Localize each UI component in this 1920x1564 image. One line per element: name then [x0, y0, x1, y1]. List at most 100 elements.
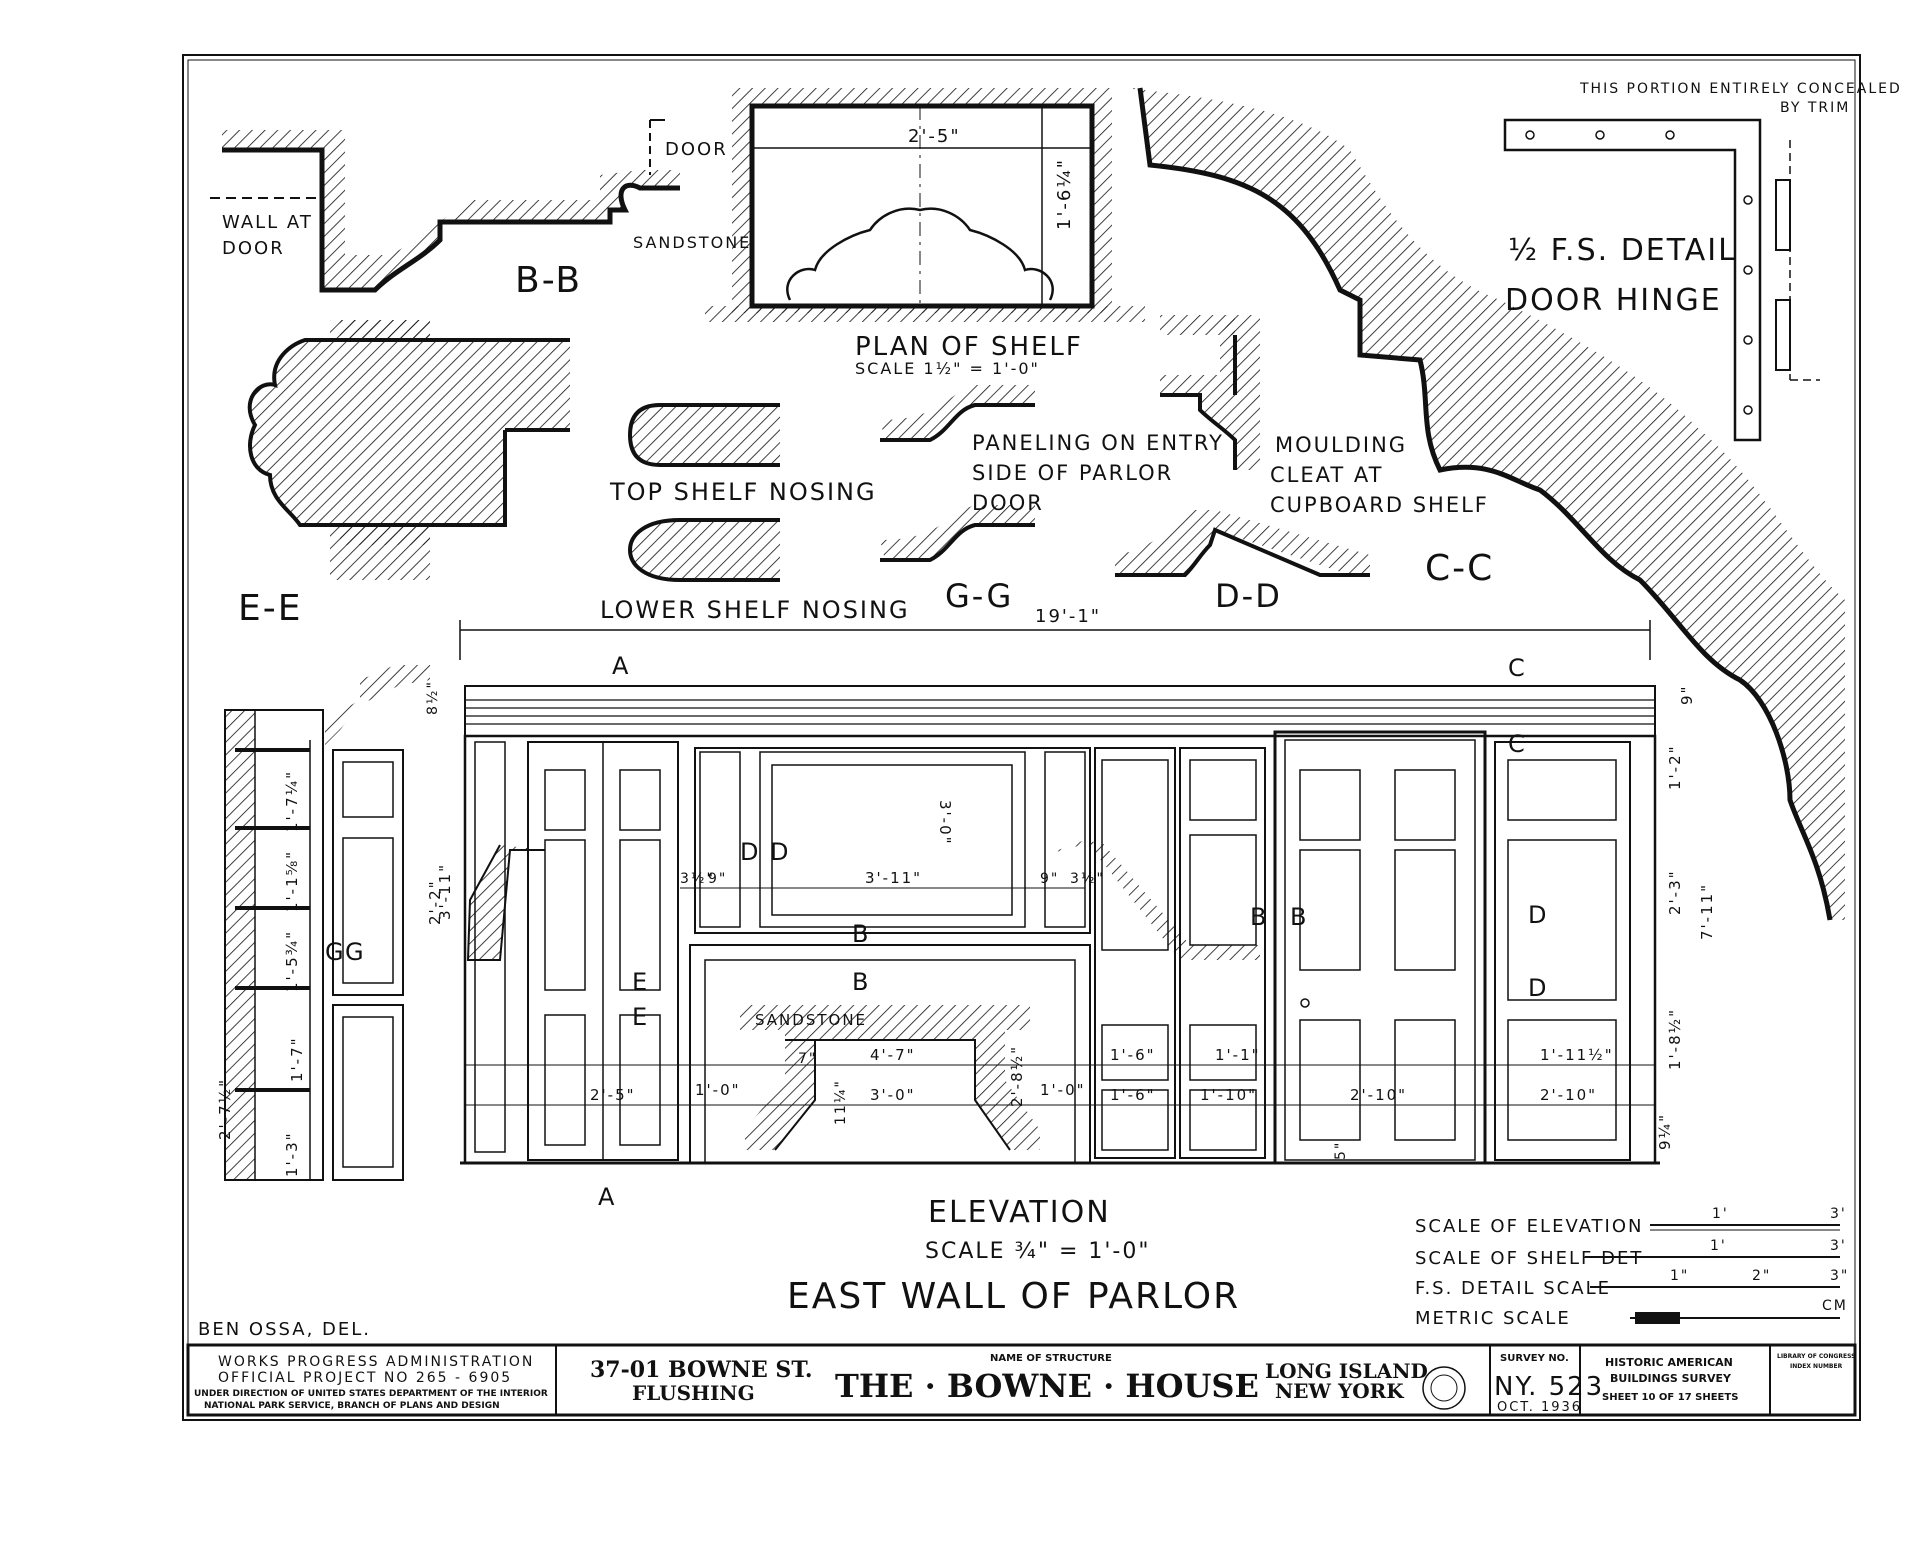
- dim-1-0-right: 1'-0": [1040, 1081, 1086, 1099]
- dd-section-label: D-D: [1215, 577, 1282, 615]
- dim-right-2-3: 2'-3": [1666, 869, 1684, 915]
- sec-c-bottom: C: [1508, 730, 1527, 758]
- dim-panel-1-6-a: 1'-6": [1110, 1046, 1156, 1064]
- dim-door-w: 2'-10": [1350, 1086, 1407, 1104]
- survey-no-label: SURVEY NO.: [1500, 1353, 1569, 1364]
- scale-fs-2in: 2": [1752, 1268, 1771, 1284]
- wpa-line-4: NATIONAL PARK SERVICE, BRANCH OF PLANS A…: [204, 1401, 500, 1411]
- side-dim-2: 1'-1⅝": [283, 850, 301, 912]
- fireplace-sandstone-label: SANDSTONE: [755, 1011, 867, 1029]
- dim-right-1-2: 1'-2": [1666, 744, 1684, 790]
- moulding-label-2: CLEAT AT: [1270, 463, 1383, 487]
- wpa-line-3: UNDER DIRECTION OF UNITED STATES DEPARTM…: [194, 1389, 548, 1399]
- hinge-title-1: ½ F.S. DETAIL: [1508, 233, 1737, 268]
- gg-section-label: G-G: [945, 577, 1013, 615]
- scale-1ft: 1': [1712, 1206, 1729, 1222]
- structure-name: THE · BOWNE · HOUSE: [835, 1367, 1259, 1405]
- dim-right-9: 9": [1678, 685, 1696, 705]
- address-line-2: FLUSHING: [632, 1381, 755, 1405]
- paneling-label-3: DOOR: [972, 491, 1044, 515]
- scale-fs-1in: 1": [1670, 1268, 1689, 1284]
- library-of-congress-seal: [1422, 1366, 1466, 1410]
- sec-c-top: C: [1508, 654, 1527, 682]
- sec-e-2: E: [632, 1003, 649, 1031]
- dim-hearth: 11¼": [833, 1079, 849, 1125]
- sec-b-4: B: [1290, 903, 1308, 931]
- scale-cm: CM: [1822, 1298, 1848, 1314]
- wpa-line-2: OFFICIAL PROJECT NO 265 - 6905: [218, 1370, 512, 1386]
- dim-7: 7": [798, 1051, 817, 1067]
- dim-opening-top: 4'-7": [870, 1046, 916, 1064]
- dim-right-panel-2: 2'-10": [1540, 1086, 1597, 1104]
- outer-border: [182, 54, 1861, 1421]
- side-dim-4: 1'-7": [288, 1036, 306, 1082]
- moulding-label-3: CUPBOARD SHELF: [1270, 493, 1489, 517]
- address-line-1: 37-01 BOWNE ST.: [590, 1357, 813, 1383]
- bb-section-label: B-B: [515, 260, 582, 301]
- dim-upper-left: 2'-2": [426, 879, 444, 925]
- location-line-2: NEW YORK: [1275, 1379, 1404, 1403]
- sec-b-1: B: [852, 920, 870, 948]
- habs-line-1: HISTORIC AMERICAN: [1605, 1356, 1733, 1369]
- dim-fireplace-h: 2'-8½": [1008, 1045, 1026, 1107]
- sec-d-3: D: [1528, 901, 1548, 929]
- name-of-structure-label: NAME OF STRUCTURE: [990, 1353, 1112, 1364]
- side-dim-1: 1'-7¼": [283, 770, 301, 832]
- sec-d-4: D: [1528, 974, 1548, 1002]
- dim-1-0-left: 1'-0": [695, 1081, 741, 1099]
- hinge-detail: THIS PORTION ENTIRELY CONCEALED BY TRIM …: [1503, 81, 1902, 442]
- side-section-g2: G: [345, 938, 366, 966]
- bb-wall-door-label: DOOR: [222, 238, 285, 259]
- moulding-details: MOULDING CLEAT AT CUPBOARD SHELF D-D: [1115, 315, 1489, 615]
- bb-door-label: DOOR: [665, 139, 728, 160]
- dim-overmantel-h: 3'-0": [936, 800, 954, 846]
- scale-shelf-label: SCALE OF SHELF DET: [1415, 1248, 1643, 1269]
- scale-3ft: 3': [1830, 1206, 1847, 1222]
- cc-section-label: C-C: [1425, 548, 1494, 589]
- section-b-b: WALL AT DOOR DOOR SANDSTONE B-B: [210, 119, 751, 301]
- scale-metric-label: METRIC SCALE: [1415, 1308, 1571, 1329]
- plan-of-shelf: 2'-5" 1'-6¼" PLAN OF SHELF SCALE 1½" = 1…: [705, 88, 1145, 378]
- wpa-line-1: WORKS PROGRESS ADMINISTRATION: [218, 1354, 534, 1370]
- section-c-c: C-C: [1122, 87, 1845, 921]
- paneling-label-2: SIDE OF PARLOR: [972, 461, 1173, 485]
- side-dim-5: 1'-3": [283, 1131, 301, 1177]
- loc-label-2: INDEX NUMBER: [1790, 1363, 1843, 1370]
- sec-a-top: A: [612, 652, 630, 680]
- sec-d-2: D: [770, 838, 790, 866]
- lower-nosing-label: LOWER SHELF NOSING: [600, 596, 910, 624]
- graphic-scales: SCALE OF ELEVATION SCALE OF SHELF DET F.…: [1415, 1206, 1849, 1329]
- dim-9-a: 9": [708, 871, 727, 887]
- sec-a-bottom: A: [598, 1183, 616, 1211]
- dim-opening: 3'-0": [870, 1086, 916, 1104]
- top-nosing-label: TOP SHELF NOSING: [609, 478, 877, 506]
- section-e-e: E-E: [238, 320, 570, 629]
- scale-elev-label: SCALE OF ELEVATION: [1415, 1216, 1643, 1237]
- scale-fs-3in: 3": [1830, 1268, 1849, 1284]
- hinge-title-2: DOOR HINGE: [1505, 283, 1722, 318]
- scale-fs-label: F.S. DETAIL SCALE: [1415, 1278, 1611, 1299]
- wall-title: EAST WALL OF PARLOR: [787, 1276, 1240, 1317]
- scale-shelf-1ft: 1': [1710, 1238, 1727, 1254]
- sec-b-2: B: [852, 968, 870, 996]
- dim-5: 5": [1333, 1141, 1349, 1160]
- habs-line-2: BUILDINGS SURVEY: [1610, 1372, 1732, 1385]
- dim-cupboard-w: 2'-5": [590, 1086, 636, 1104]
- delineator: BEN OSSA, DEL.: [198, 1319, 371, 1340]
- paneling-label-1: PANELING ON ENTRY: [972, 431, 1224, 455]
- dim-panel-1-1: 1'-1": [1215, 1046, 1261, 1064]
- side-dim-6: 2'-7½": [216, 1078, 234, 1140]
- dim-overmantel: 3'-11": [865, 869, 922, 887]
- survey-date: OCT. 1936: [1497, 1400, 1582, 1415]
- paneling-details: PANELING ON ENTRY SIDE OF PARLOR DOOR G-…: [880, 385, 1224, 615]
- shelf-height-dim: 1'-6¼": [1054, 158, 1075, 230]
- shelf-width-dim: 2'-5": [908, 126, 961, 147]
- hinge-note-1: THIS PORTION ENTIRELY CONCEALED: [1579, 81, 1902, 97]
- overall-dim: 19'-1": [1035, 606, 1101, 627]
- dim-right-total: 7'-11": [1698, 883, 1716, 940]
- shelf-title: PLAN OF SHELF: [855, 332, 1083, 362]
- loc-label-1: LIBRARY OF CONGRESS: [1777, 1353, 1855, 1360]
- dim-3half-a: 3½": [680, 871, 715, 887]
- bb-sandstone-label: SANDSTONE: [633, 233, 751, 252]
